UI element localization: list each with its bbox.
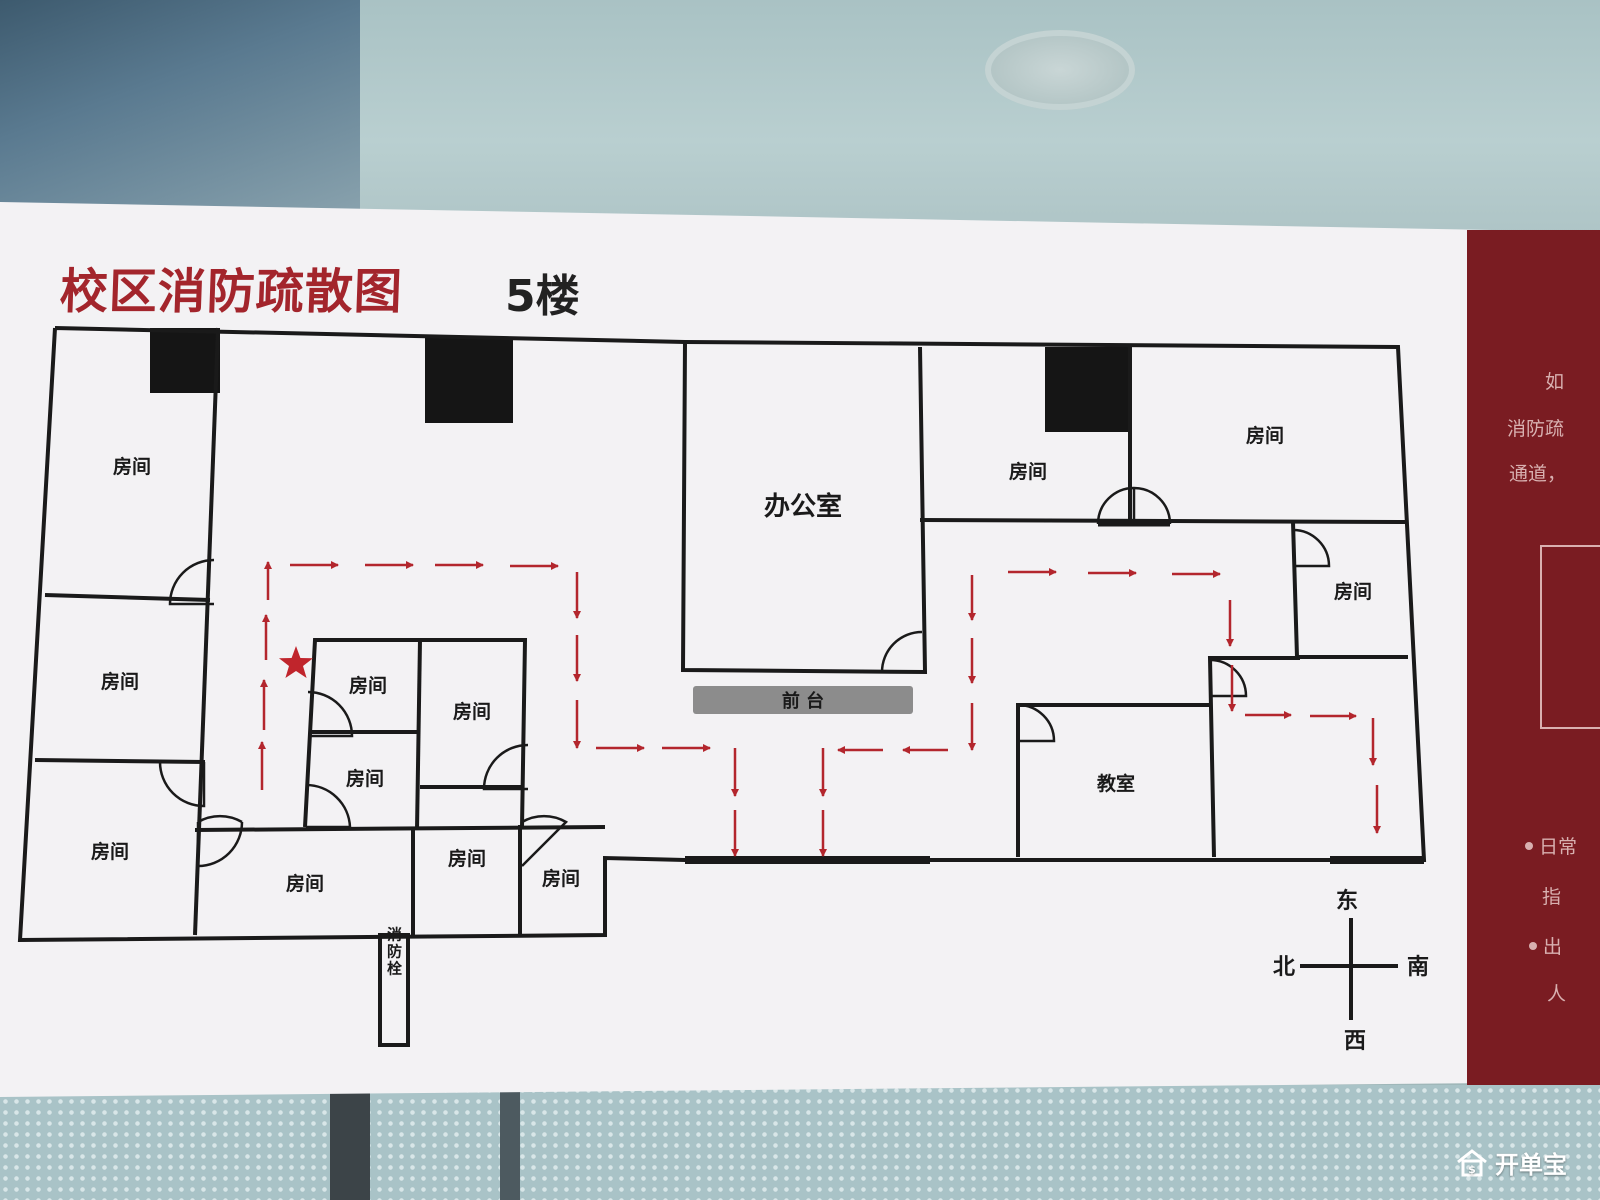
watermark-text: 开单宝 bbox=[1495, 1151, 1567, 1179]
room-label: 房间 bbox=[101, 670, 139, 693]
you-are-here-star-icon bbox=[279, 646, 313, 678]
door-swing-icon bbox=[168, 558, 215, 606]
pillar-2 bbox=[425, 338, 513, 423]
room-label: 房间 bbox=[448, 847, 486, 870]
wall-left-1 bbox=[44, 593, 211, 602]
background-window bbox=[0, 0, 360, 220]
hydrant-label-group: 消防栓 bbox=[385, 926, 403, 978]
background-post bbox=[330, 1085, 370, 1200]
door-swing-icon bbox=[305, 783, 352, 829]
door-swing-icon bbox=[1096, 486, 1172, 525]
hydrant-label: 消防栓 bbox=[385, 926, 403, 978]
wall-right-1 bbox=[919, 518, 1406, 524]
side-line-3: 通道， bbox=[1509, 463, 1566, 485]
door-swing-icon bbox=[1017, 703, 1056, 743]
room-label: 房间 bbox=[91, 840, 129, 863]
wall-left-2 bbox=[34, 758, 206, 764]
room-label: 房间 bbox=[349, 674, 387, 697]
room-label: 房间 bbox=[453, 700, 491, 723]
door-swing-icon bbox=[196, 814, 244, 868]
evacuation-arrows bbox=[258, 561, 1381, 857]
wall-bottom-rooms bbox=[194, 825, 606, 832]
office-wall bbox=[680, 341, 928, 675]
door-swing-icon bbox=[1209, 658, 1248, 698]
watermark-house-icon: $ bbox=[1457, 1148, 1487, 1176]
floor-label: 5楼 bbox=[505, 271, 580, 322]
compass-west: 西 bbox=[1344, 1029, 1366, 1054]
side-line-4: 指 bbox=[1542, 886, 1561, 908]
room-m-wall bbox=[1207, 656, 1300, 858]
room-labels: 房间 房间 房间 房间 房间 房间 房间 房间 房间 房间 房间 房间 教室 办… bbox=[91, 424, 1372, 895]
side-panel-text: 如 消防疏 通道， 日常 指 出 人 bbox=[1507, 371, 1577, 1005]
bullet-dot-2 bbox=[1529, 942, 1537, 950]
door-swing-icon bbox=[307, 690, 354, 738]
wall-central-1 bbox=[415, 639, 422, 831]
compass-icon: 东 南 西 北 bbox=[1273, 888, 1429, 1054]
door-swing-icon bbox=[521, 814, 569, 867]
hydrant-box bbox=[378, 933, 410, 1047]
door-swing-icon bbox=[158, 761, 206, 808]
room-label: 房间 bbox=[1009, 460, 1047, 483]
side-panel: 如 消防疏 通道， 日常 指 出 人 bbox=[1467, 230, 1600, 1085]
compass-south: 南 bbox=[1407, 955, 1429, 980]
background-post-2 bbox=[500, 1085, 520, 1200]
pillar-1 bbox=[150, 328, 220, 393]
reception-label: 前 台 bbox=[782, 690, 824, 712]
room-label: 房间 bbox=[286, 872, 324, 895]
office-label: 办公室 bbox=[764, 491, 842, 522]
side-line-2: 消防疏 bbox=[1507, 418, 1564, 440]
door-swing-icon bbox=[482, 743, 529, 791]
room-label: 房间 bbox=[113, 455, 151, 478]
side-bullet-2: 出 bbox=[1543, 936, 1562, 958]
room-label: 房间 bbox=[346, 767, 384, 790]
svg-text:$: $ bbox=[1468, 1163, 1476, 1176]
reception-counter bbox=[693, 686, 913, 714]
room-label: 房间 bbox=[1334, 580, 1372, 603]
compass-north: 北 bbox=[1273, 955, 1295, 980]
bullet-dot-1 bbox=[1525, 842, 1533, 850]
background-dotted-glass bbox=[0, 1085, 1600, 1200]
watermark: $ 开单宝 bbox=[1455, 1145, 1567, 1180]
room-label: 房间 bbox=[1246, 424, 1284, 447]
side-bullet-1: 日常 bbox=[1539, 836, 1577, 858]
side-line-1: 如 bbox=[1545, 371, 1564, 393]
room-label: 房间 bbox=[542, 867, 580, 890]
compass-east: 东 bbox=[1336, 888, 1358, 914]
side-line-5: 人 bbox=[1547, 983, 1566, 1005]
ceiling-light bbox=[985, 30, 1135, 110]
side-panel-frame bbox=[1540, 545, 1600, 729]
classroom-label: 教室 bbox=[1097, 772, 1135, 795]
pillars bbox=[150, 328, 1130, 432]
door-swing-icon bbox=[1292, 528, 1331, 568]
door-swings bbox=[158, 486, 1331, 868]
pillar-3 bbox=[1045, 347, 1130, 432]
door-swing-icon bbox=[880, 630, 923, 674]
